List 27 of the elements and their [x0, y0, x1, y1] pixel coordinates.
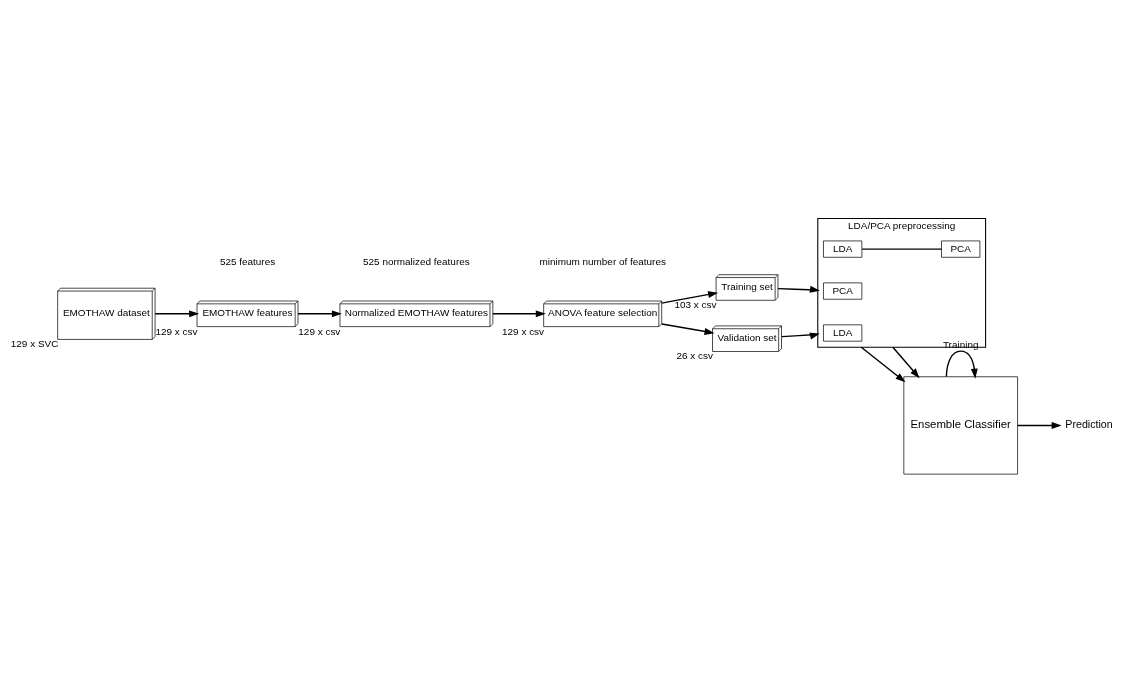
- label: 525 normalized features: [363, 255, 470, 267]
- arrow: [781, 332, 820, 339]
- arrow: [945, 349, 978, 379]
- node-label: 103 x csv: [674, 298, 717, 310]
- node-label: 129 x csv: [155, 325, 198, 337]
- node-box: Ensemble Classifier: [903, 375, 1018, 474]
- arrow: [661, 290, 719, 304]
- node-label: 129 x csv: [298, 325, 341, 337]
- arrow: [777, 285, 820, 293]
- node-box: LDA: [823, 323, 863, 342]
- node-text: Prediction: [1065, 417, 1113, 430]
- node-box: PCA: [941, 240, 981, 258]
- arrow: [492, 309, 546, 317]
- label: 525 features: [219, 255, 276, 267]
- arrow: [892, 346, 920, 378]
- node-label: 129 x csv: [502, 325, 545, 337]
- arrow: [1016, 421, 1062, 429]
- arrow: [661, 322, 715, 335]
- arrow: [860, 346, 906, 382]
- node-label: 26 x csv: [676, 349, 713, 361]
- node-box: PCA: [823, 282, 863, 300]
- connector: [861, 247, 943, 250]
- node-label: 129 x SVC: [10, 337, 59, 349]
- arrow: [154, 309, 200, 317]
- label: minimum number of features: [539, 255, 666, 267]
- node-box: LDA: [823, 240, 863, 258]
- arrow: [297, 309, 342, 317]
